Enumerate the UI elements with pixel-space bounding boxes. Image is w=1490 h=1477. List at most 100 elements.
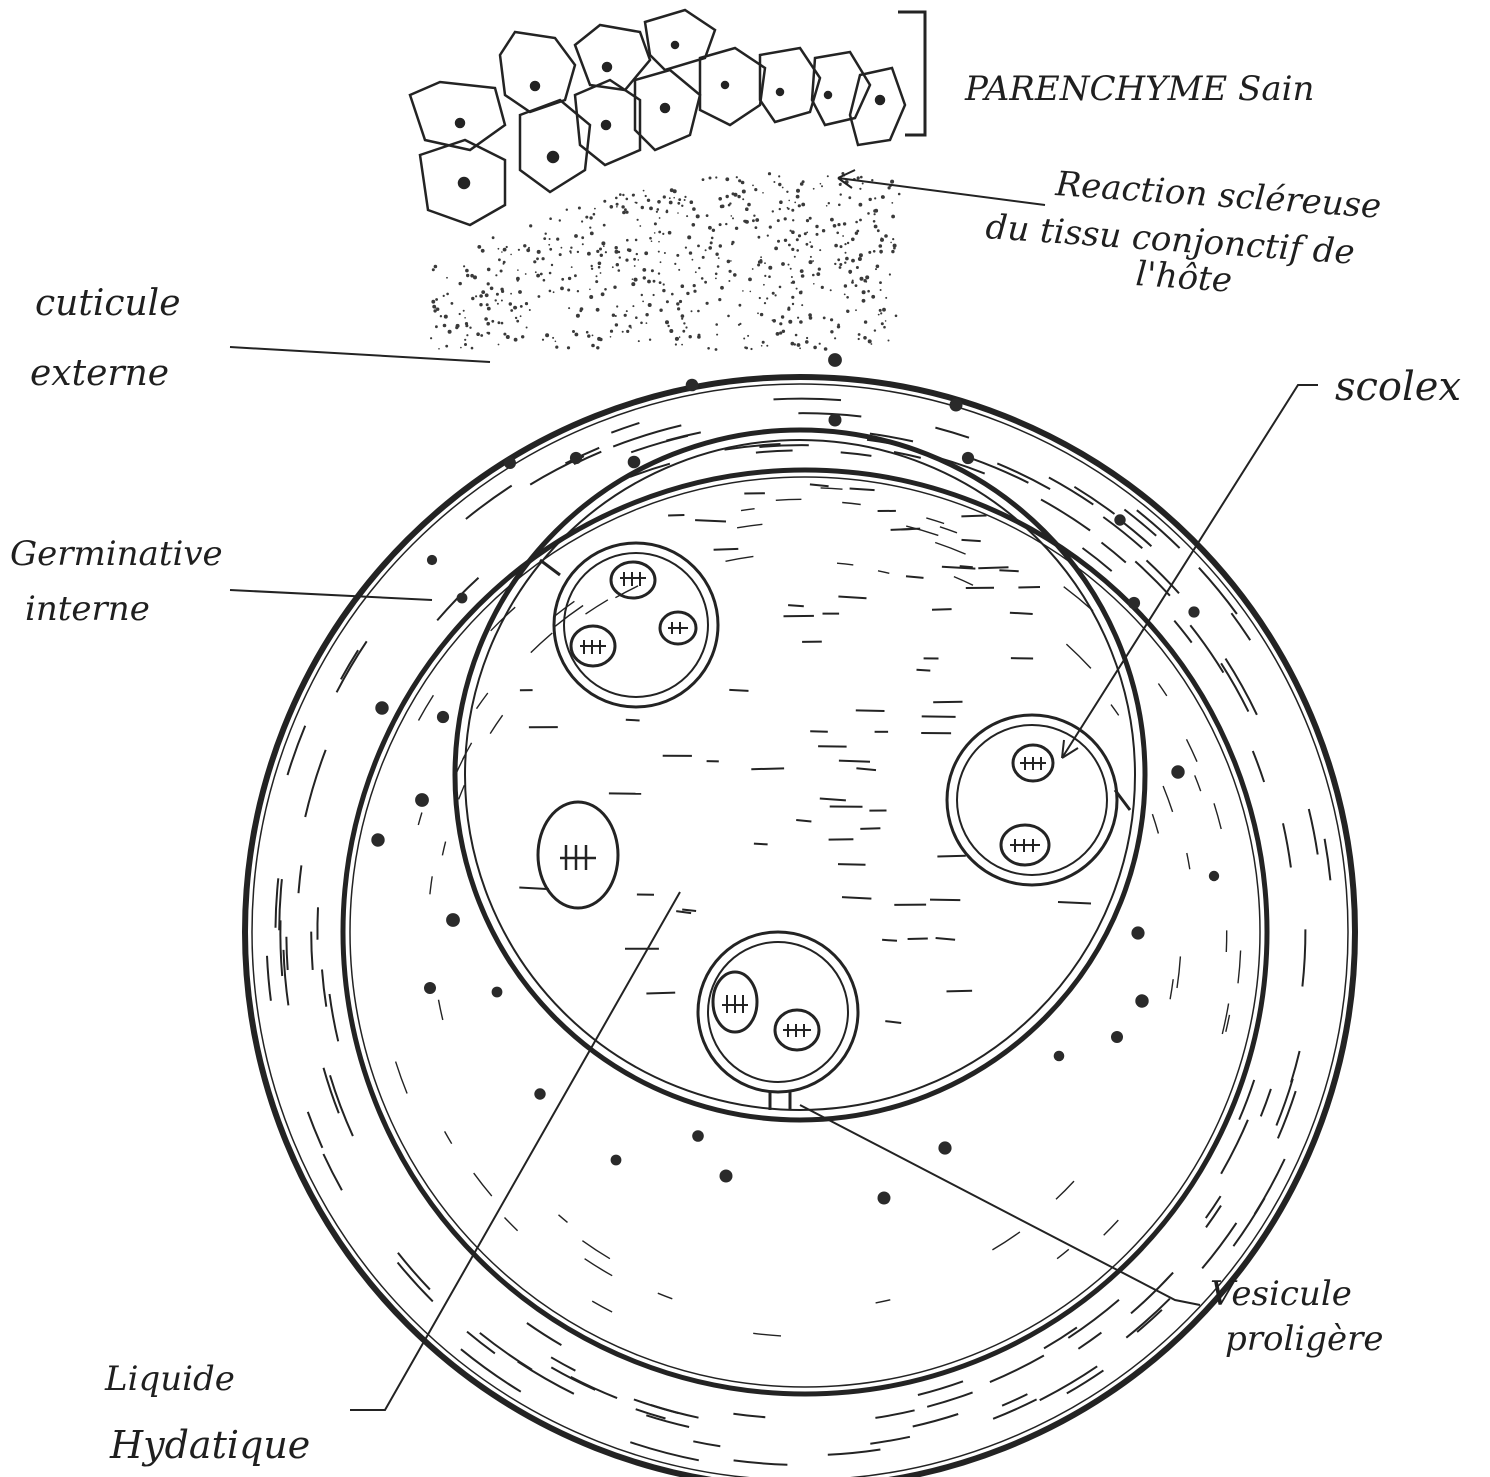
- stipple-dot: [893, 247, 896, 250]
- fluid-dash: [714, 549, 739, 550]
- germinative-dot: [628, 456, 641, 469]
- stipple-dot: [860, 277, 864, 281]
- stipple-dot: [657, 200, 661, 204]
- label-liquide-line1: Liquide: [104, 1359, 235, 1399]
- stipple-dot: [536, 274, 540, 278]
- cuticle-stroke: [1302, 929, 1305, 986]
- brood-capsule-top-left: [540, 543, 718, 707]
- fluid-dash: [850, 489, 875, 491]
- germinative-dot: [828, 353, 842, 367]
- germinative-stroke: [926, 518, 944, 524]
- stipple-dot: [525, 302, 528, 305]
- cuticle-stroke: [630, 1442, 699, 1460]
- label-cuticule-line2: externe: [30, 353, 169, 394]
- stipple-dot: [779, 331, 782, 334]
- stipple-dot: [537, 250, 541, 254]
- stipple-dot: [883, 326, 886, 329]
- cuticle-stroke: [466, 486, 512, 519]
- stipple-dot: [503, 263, 505, 265]
- stipple-dot: [845, 257, 849, 261]
- stipple-dot: [786, 191, 788, 193]
- stipple-dot: [571, 266, 573, 268]
- stipple-dot: [610, 336, 612, 338]
- labels: PARENCHYME Sain Reaction scléreuse du ti…: [10, 69, 1461, 1467]
- stipple-dot: [506, 335, 510, 339]
- stipple-dot: [782, 187, 784, 189]
- stipple-dot: [729, 270, 732, 273]
- fluid-dash: [519, 888, 549, 890]
- stipple-dot: [871, 295, 875, 299]
- stipple-dot: [884, 234, 888, 238]
- stipple-dot: [659, 281, 662, 284]
- stipple-dot: [776, 332, 780, 336]
- cuticle-stroke: [828, 1450, 881, 1455]
- stipple-dot: [760, 256, 762, 258]
- stipple-dot: [666, 210, 668, 212]
- stipple-dot: [788, 320, 792, 324]
- stipple-dot: [695, 271, 697, 273]
- stipple-dot: [880, 238, 884, 242]
- germinative-stroke: [876, 1300, 891, 1303]
- cuticle-stroke: [330, 994, 339, 1041]
- stipple-dot: [610, 205, 614, 209]
- stipple-dot: [634, 265, 636, 267]
- stipple-dot: [779, 322, 782, 325]
- fluid-dash: [962, 540, 981, 541]
- cuticle-stroke: [935, 428, 969, 438]
- stipple-dot: [774, 247, 778, 251]
- germinative-stroke: [1214, 803, 1221, 829]
- stipple-dot: [600, 254, 603, 257]
- germinative-dot: [938, 1141, 951, 1154]
- fluid-dash: [754, 844, 768, 845]
- stipple-dot: [643, 190, 645, 192]
- stipple-dot: [610, 330, 613, 333]
- stipple-dot: [451, 302, 454, 305]
- germinative-stroke: [1177, 956, 1180, 988]
- stipple-dot: [702, 178, 705, 181]
- stipple-dot: [889, 273, 891, 275]
- stipple-dot: [615, 197, 618, 200]
- stipple-dot: [809, 260, 813, 264]
- brood-capsule-bottom: [698, 932, 858, 1110]
- stipple-dot: [823, 317, 826, 320]
- stipple-dot: [466, 274, 469, 277]
- stipple-dot: [848, 196, 851, 199]
- stipple-dot: [561, 278, 564, 281]
- stipple-dot: [874, 225, 878, 229]
- stipple-dot: [791, 276, 793, 278]
- stipple-dot: [668, 231, 672, 235]
- leader-cuticule: [230, 347, 490, 362]
- stipple-dot: [874, 197, 876, 199]
- stipple-dot: [813, 283, 815, 285]
- stipple-dot: [469, 327, 471, 329]
- stipple-dot: [553, 291, 555, 293]
- fluid-dash: [810, 484, 829, 486]
- fluid-dash: [788, 605, 804, 606]
- stipple-dot: [718, 257, 720, 259]
- stipple-dot: [490, 287, 494, 291]
- stipple-dot: [658, 272, 660, 274]
- stipple-dot: [514, 306, 517, 309]
- stipple-dot: [485, 294, 487, 296]
- stipple-dot: [750, 291, 752, 293]
- stipple-dot: [805, 340, 809, 344]
- stipple-dot: [465, 322, 468, 325]
- stipple-dot: [821, 185, 823, 187]
- cuticle-stroke: [1040, 1366, 1098, 1400]
- germinative-stroke: [459, 785, 465, 799]
- stipple-dot: [626, 198, 629, 201]
- stipple-dot: [671, 293, 674, 296]
- stipple-dot: [585, 216, 588, 219]
- stipple-dot: [809, 316, 813, 320]
- stipple-dot: [516, 320, 519, 323]
- stipple-dot: [858, 338, 860, 340]
- stipple-dot: [693, 290, 696, 293]
- stipple-dot: [685, 247, 687, 249]
- stipple-dot: [871, 179, 873, 181]
- stipple-dot: [681, 344, 683, 346]
- stipple-dot: [759, 259, 762, 262]
- stipple-dot: [874, 329, 876, 331]
- germinative-stroke: [582, 1241, 610, 1259]
- stipple-dot: [857, 176, 860, 179]
- stipple-dot: [605, 251, 607, 253]
